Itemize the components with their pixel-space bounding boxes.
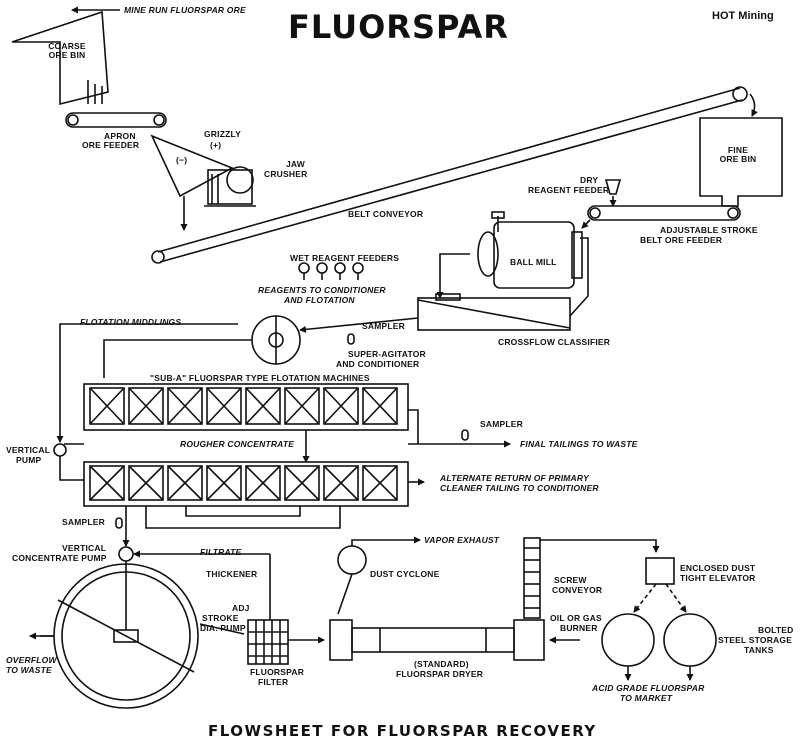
label-ball-mill: BALL MILL bbox=[510, 257, 557, 267]
label-crossflow: CROSSFLOW CLASSIFIER bbox=[498, 337, 611, 347]
sampler-mid bbox=[461, 429, 469, 441]
label-oil-2: BURNER bbox=[560, 623, 598, 633]
label-super-1: SUPER-AGITATOR bbox=[348, 349, 426, 359]
label-dry-2: REAGENT FEEDER bbox=[528, 185, 610, 195]
label-grizzly-plus: (+) bbox=[210, 140, 222, 150]
label-overflow-2: TO WASTE bbox=[6, 665, 52, 675]
coarse-ore-bin bbox=[11, 10, 109, 106]
label-oil-1: OIL OR GAS bbox=[550, 613, 602, 623]
label-rougher: ROUGHER CONCENTRATE bbox=[180, 439, 295, 449]
grizzly bbox=[150, 134, 234, 198]
screw-conveyor bbox=[523, 537, 541, 619]
label-vertical-pump-2: PUMP bbox=[16, 455, 42, 465]
label-filter-1: FLUORSPAR bbox=[250, 667, 305, 677]
label-apron-2: ORE FEEDER bbox=[82, 140, 140, 150]
label-fine-bin-2: ORE BIN bbox=[719, 154, 757, 164]
page-title: FLUORSPAR bbox=[288, 8, 509, 46]
label-adjustable-2: BELT ORE FEEDER bbox=[640, 235, 723, 245]
label-bolted-1: BOLTED bbox=[758, 625, 794, 635]
crossflow-classifier bbox=[417, 293, 571, 331]
label-vcp-1: VERTICAL bbox=[62, 543, 107, 553]
label-screw-1: SCREW bbox=[554, 575, 587, 585]
label-sub-a: "SUB-A" FLUORSPAR TYPE FLOTATION MACHINE… bbox=[150, 373, 370, 383]
ball-mill bbox=[477, 211, 583, 289]
label-stroke-2: DIA. PUMP bbox=[200, 623, 246, 633]
label-super-2: AND CONDITIONER bbox=[336, 359, 420, 369]
label-dry-1: DRY bbox=[580, 175, 599, 185]
jaw-crusher bbox=[204, 166, 256, 207]
label-acid-1: ACID GRADE FLUORSPAR bbox=[592, 683, 705, 693]
label-apron-1: APRON bbox=[104, 131, 136, 141]
belt-ore-feeder bbox=[587, 205, 741, 221]
label-adj: ADJ bbox=[232, 603, 250, 613]
label-vapor: VAPOR EXHAUST bbox=[424, 535, 500, 545]
label-elevator-1: ENCLOSED DUST bbox=[680, 563, 756, 573]
label-jaw-1: JAW bbox=[286, 159, 306, 169]
label-reagents-2: AND FLOTATION bbox=[284, 295, 355, 305]
sampler-low bbox=[115, 517, 123, 529]
brand-name: HOT Mining bbox=[712, 10, 774, 22]
label-flotation-middlings: FLOTATION MIDDLINGS bbox=[80, 317, 182, 327]
label-dryer-1: (STANDARD) bbox=[414, 659, 469, 669]
label-vcp-2: CONCENTRATE PUMP bbox=[12, 553, 107, 563]
label-filtrate: FILTRATE bbox=[200, 547, 242, 557]
label-grizzly-minus: (−) bbox=[176, 155, 188, 165]
label-reagents-1: REAGENTS TO CONDITIONER bbox=[258, 285, 386, 295]
label-sampler-top: SAMPLER bbox=[362, 321, 405, 331]
label-grizzly: GRIZZLY bbox=[204, 129, 241, 139]
label-vertical-pump-1: VERTICAL bbox=[6, 445, 51, 455]
label-thickener: THICKENER bbox=[206, 569, 258, 579]
label-dust-cyclone: DUST CYCLONE bbox=[370, 569, 440, 579]
dry-reagent-feeder bbox=[604, 179, 622, 195]
label-bolted-3: TANKS bbox=[744, 645, 774, 655]
belt-conveyor bbox=[151, 86, 748, 264]
sampler-top bbox=[347, 333, 355, 345]
label-alternate-1: ALTERNATE RETURN OF PRIMARY bbox=[440, 473, 589, 483]
label-coarse-bin-2: ORE BIN bbox=[48, 50, 86, 60]
label-stroke-1: STROKE bbox=[202, 613, 239, 623]
wet-reagent-feeders bbox=[298, 262, 364, 280]
label-filter-2: FILTER bbox=[258, 677, 289, 687]
cleaner-flotation-bank bbox=[83, 461, 409, 507]
label-coarse-bin-1: COARSE bbox=[48, 41, 86, 51]
fluorspar-dryer bbox=[329, 619, 545, 661]
label-bolted-2: STEEL STORAGE bbox=[718, 635, 793, 645]
label-acid-2: TO MARKET bbox=[620, 693, 673, 703]
label-sampler-low: SAMPLER bbox=[62, 517, 105, 527]
label-adjustable-1: ADJUSTABLE STROKE bbox=[660, 225, 758, 235]
label-sampler-mid: SAMPLER bbox=[480, 419, 523, 429]
label-elevator-2: TIGHT ELEVATOR bbox=[680, 573, 756, 583]
label-alternate-2: CLEANER TAILING TO CONDITIONER bbox=[440, 483, 599, 493]
label-mine-run: MINE RUN FLUORSPAR ORE bbox=[124, 5, 246, 15]
label-jaw-2: CRUSHER bbox=[264, 169, 308, 179]
footer-caption: FLOWSHEET FOR FLUORSPAR RECOVERY bbox=[208, 722, 597, 740]
label-wet-reagent: WET REAGENT FEEDERS bbox=[290, 253, 400, 263]
label-dryer-2: FLUORSPAR DRYER bbox=[396, 669, 484, 679]
enclosed-dust-tight-elevator bbox=[645, 557, 675, 585]
label-fine-bin-1: FINE bbox=[727, 145, 749, 155]
rougher-flotation-bank bbox=[83, 383, 409, 431]
fine-ore-bin bbox=[699, 117, 783, 207]
label-screw-2: CONVEYOR bbox=[552, 585, 603, 595]
label-final-tailings: FINAL TAILINGS TO WASTE bbox=[520, 439, 638, 449]
apron-ore-feeder bbox=[65, 112, 167, 128]
label-belt-conveyor: BELT CONVEYOR bbox=[348, 209, 424, 219]
label-overflow-1: OVERFLOW bbox=[6, 655, 57, 665]
fluorspar-filter bbox=[247, 619, 289, 665]
vertical-pump bbox=[53, 443, 67, 457]
